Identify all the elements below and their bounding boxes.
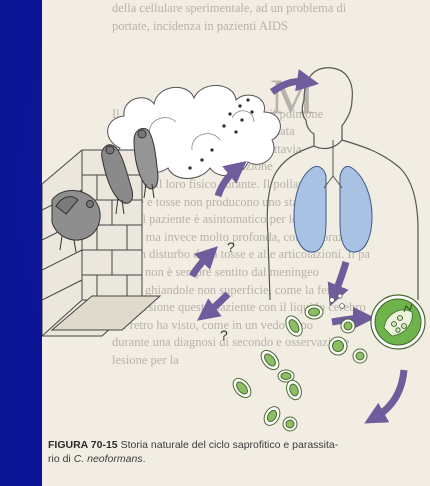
macrophage-cell [371, 295, 425, 349]
yeast-cell [341, 319, 355, 333]
arrow-birds-to-cloud [192, 254, 210, 276]
question-mark: ? [227, 239, 235, 255]
yeast-cell [283, 417, 297, 431]
question-mark: ? [220, 327, 228, 343]
species-name: C. neoformans [74, 453, 143, 465]
figure-caption: FIGURA 70-15 Storia naturale del ciclo s… [48, 438, 426, 466]
arrow-cloud-to-human [272, 81, 308, 92]
arrow-back-to-birds [206, 294, 228, 314]
yeast-cell [305, 305, 323, 319]
arrow-macrophage-down [374, 370, 404, 418]
cryptococcus-life-cycle-diagram: ? ? [42, 0, 430, 486]
yeast-cell [258, 347, 283, 373]
arrow-lungs-down [334, 262, 346, 296]
yeast-cell [230, 375, 255, 401]
yeast-cell [282, 313, 305, 339]
yeast-cells [230, 305, 367, 431]
caption-end: . [143, 453, 146, 465]
book-page: della cellulare sperimentale, ad un prob… [42, 0, 430, 486]
lungs [294, 140, 372, 252]
yeast-cell [261, 404, 283, 428]
yeast-cell [329, 337, 347, 355]
figure-label: FIGURA 70-15 [48, 439, 118, 451]
yeast-cell [353, 349, 367, 363]
caption-text-cont: rio di [48, 453, 74, 465]
caption-text: Storia naturale del ciclo saprofitico e … [121, 439, 339, 451]
